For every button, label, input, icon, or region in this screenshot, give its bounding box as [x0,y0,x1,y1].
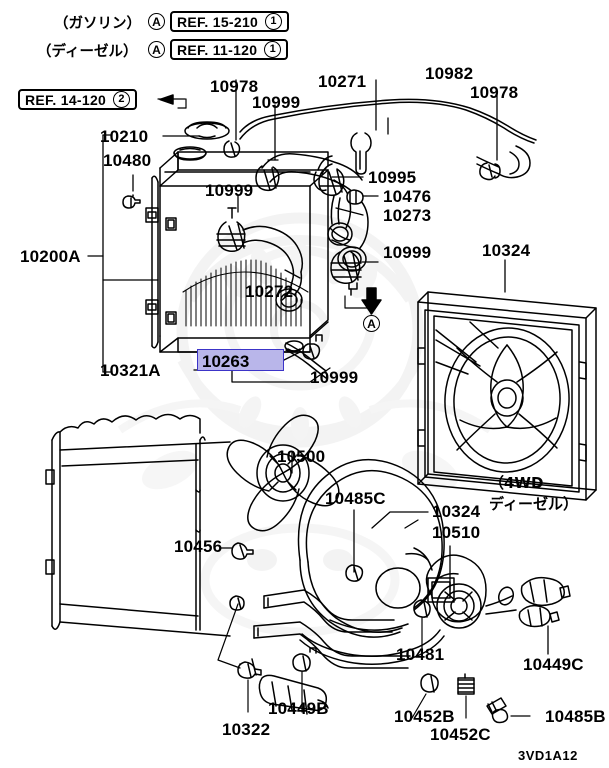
ref-box-11-120[interactable]: REF. 11-120 1 [170,39,289,60]
ref-box-14-120-num: 2 [113,91,131,108]
spacer-10452C [457,673,475,695]
part-label-10999-low: 10999 [310,368,359,387]
background-watermark [117,212,493,637]
clip-10978-right [479,162,501,181]
diagram-code: 3VD1A12 [518,748,578,763]
wiring-harness [299,576,571,665]
part-label-10978-right: 10978 [470,83,519,102]
part-label-10200A: 10200A [20,247,81,266]
ref-box-15-210-text: REF. 15-210 [177,13,259,30]
radiator-cap-10210 [184,121,230,140]
ref-box-15-210-num: 1 [265,13,283,30]
leader-10200A [87,134,159,373]
part-label-10999-right: 10999 [383,243,432,262]
part-label-10321A: 10321A [100,361,161,380]
clip-10978-left [223,140,241,158]
part-label-10982: 10982 [425,64,474,83]
part-label-10324-top: 10324 [482,241,531,260]
bolt-10449B [292,647,317,672]
leader-lines-misc [132,79,506,293]
down-arrow-marker [361,287,382,315]
part-label-10476: 10476 [383,187,432,206]
fan-motor-10510 [425,554,487,629]
clamp-10999-top [255,165,280,192]
nut-10476 [346,189,364,205]
leader-10324-bottom [404,519,419,529]
clamp-10999-top2 [318,167,345,197]
part-label-10452B: 10452B [394,707,455,726]
filler-neck [173,146,207,161]
bolt-10481 [413,599,431,618]
part-label-10322: 10322 [222,720,271,739]
leader-10452B [411,693,427,719]
part-label-10485B: 10485B [545,707,606,726]
clamp-10999-mid [216,207,246,253]
leader-10324-mid [371,511,429,529]
ref-gasoline-marker: A [148,13,165,30]
ref-box-14-120[interactable]: REF. 14-120 2 [18,89,138,110]
hose-10271 [239,98,537,179]
note-4wd-line2: ディーゼル） [489,495,578,513]
callout-marker-a: A [363,315,380,332]
ref-diesel-marker: A [148,41,165,58]
ref-diesel-jp-label: （ディーゼル） [37,44,138,60]
leader-10322 [217,603,249,713]
bolt-10452B [420,673,439,693]
ref-box-15-210[interactable]: REF. 15-210 1 [170,11,290,32]
ref-arrow-left [159,94,174,105]
connector-10449B [239,663,329,715]
ref-box-11-120-text: REF. 11-120 [177,41,258,58]
part-label-10978-top: 10978 [210,77,259,96]
part-label-10485C: 10485C [325,489,386,508]
plug-10480 [122,194,141,209]
ref-gasoline-jp-label: （ガソリン） [54,16,141,32]
clamp-10982 [350,132,372,175]
bolt-10485B [486,697,509,724]
part-label-10263: 10263 [202,352,250,371]
note-4wd-line1: （4WD [489,474,544,492]
part-label-10480: 10480 [103,151,152,170]
bolt-10485C [345,564,364,582]
part-label-10500: 10500 [277,447,326,466]
part-label-10999-top: 10999 [252,93,301,112]
part-label-10999-mid: 10999 [205,181,254,200]
part-label-10271: 10271 [318,72,367,91]
part-label-10273: 10273 [383,206,432,225]
bracket-10995 [313,155,333,192]
lower-fan-shroud [253,458,455,669]
part-label-10449C: 10449C [523,655,584,674]
highlight-10263[interactable] [197,349,284,371]
lower-radiator-outline [45,413,231,637]
part-label-10995: 10995 [368,168,417,187]
part-label-10210: 10210 [100,127,149,146]
part-label-10510: 10510 [432,523,481,542]
bracket-10273 [327,195,353,246]
part-label-10449B: 10449B [268,699,329,718]
fan-shroud-10324 [417,291,597,501]
part-label-10481: 10481 [396,645,445,664]
radiator-side-bracket [145,175,177,349]
part-label-10456: 10456 [174,537,223,556]
part-label-10324-mid: 10324 [432,502,481,521]
part-label-10452C: 10452C [430,725,491,744]
hose-lower-10272 [242,225,304,312]
ref-box-11-120-num: 1 [264,41,282,58]
fan-blade-10500 [226,414,340,532]
part-label-10272: 10272 [245,282,294,301]
bolt-small-left [229,595,245,611]
ref-box-14-120-text: REF. 14-120 [25,91,107,108]
clamp-10999-right [330,251,362,296]
bolt-10322 [237,658,262,679]
